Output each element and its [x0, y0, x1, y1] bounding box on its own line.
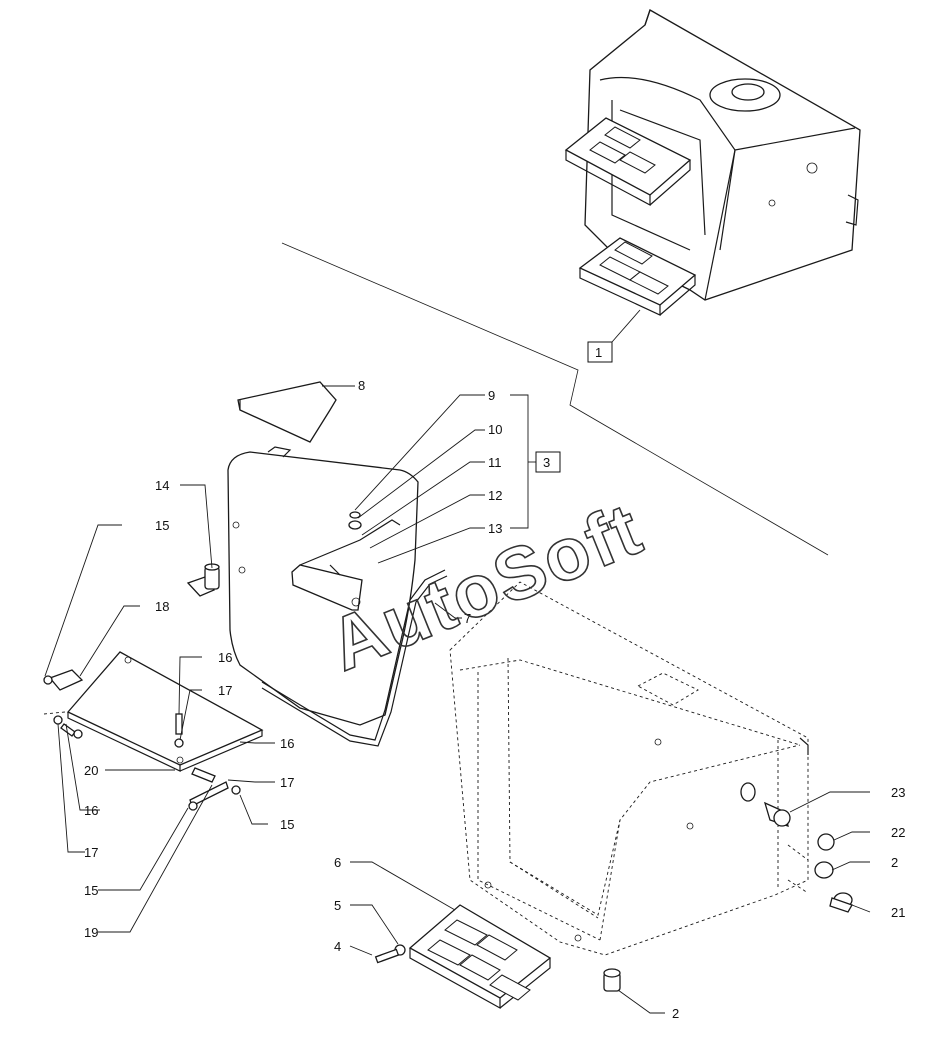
- callout-11: 11: [488, 455, 502, 470]
- callout-14: 14: [155, 478, 169, 493]
- callout-16-right: 16: [280, 736, 294, 751]
- callout-17-left: 17: [84, 845, 98, 860]
- fuel-tank-body: [449, 581, 809, 956]
- callout-15-bottom: 15: [84, 883, 98, 898]
- callout-9: 9: [488, 388, 495, 403]
- lower-step-assembled: [578, 237, 697, 316]
- callout-17-top: 17: [218, 683, 232, 698]
- callout-2-right: 2: [891, 855, 898, 870]
- callout-15-right: 15: [280, 817, 294, 832]
- callout-21: 21: [891, 905, 905, 920]
- callout-4: 4: [334, 939, 341, 954]
- callout-20: 20: [84, 763, 98, 778]
- callout-18: 18: [155, 599, 169, 614]
- latch-assembly: [186, 563, 220, 597]
- callout-12: 12: [488, 488, 502, 503]
- callout-19: 19: [84, 925, 98, 940]
- callout-box-3: [535, 451, 561, 473]
- callout-6: 6: [334, 855, 341, 870]
- callout-22: 22: [891, 825, 905, 840]
- leader-lines: [44, 385, 871, 1014]
- callout-2-bottom: 2: [672, 1006, 679, 1021]
- callout-13: 13: [488, 521, 502, 536]
- callout-17-right: 17: [280, 775, 294, 790]
- callout-16-top: 16: [218, 650, 232, 665]
- lower-step: [374, 904, 552, 1010]
- callout-8: 8: [358, 378, 365, 393]
- callout-10: 10: [488, 422, 502, 437]
- callout-5: 5: [334, 898, 341, 913]
- frame-reference-line: [281, 242, 829, 556]
- callout-7: 7: [464, 611, 471, 626]
- callout-15-top: 15: [155, 518, 169, 533]
- callout-3: 3: [543, 455, 550, 470]
- callout-labels: 1 3 8 9 10 11 12 13 7 14 15 18 16 17 16 …: [84, 341, 905, 1021]
- callout-16-left: 16: [84, 803, 98, 818]
- fuel-line: [261, 569, 446, 741]
- callout-1: 1: [595, 345, 602, 360]
- callout-23: 23: [891, 785, 905, 800]
- callout-box-1: [587, 341, 613, 363]
- tank-cover: [227, 381, 419, 726]
- tank-assembly-view: [564, 9, 861, 316]
- drain-plug: [603, 968, 621, 992]
- tank-fittings: [740, 782, 853, 913]
- mounting-bracket: [43, 651, 264, 772]
- fasteners-left: [53, 713, 241, 811]
- upper-step-assembled: [564, 117, 692, 207]
